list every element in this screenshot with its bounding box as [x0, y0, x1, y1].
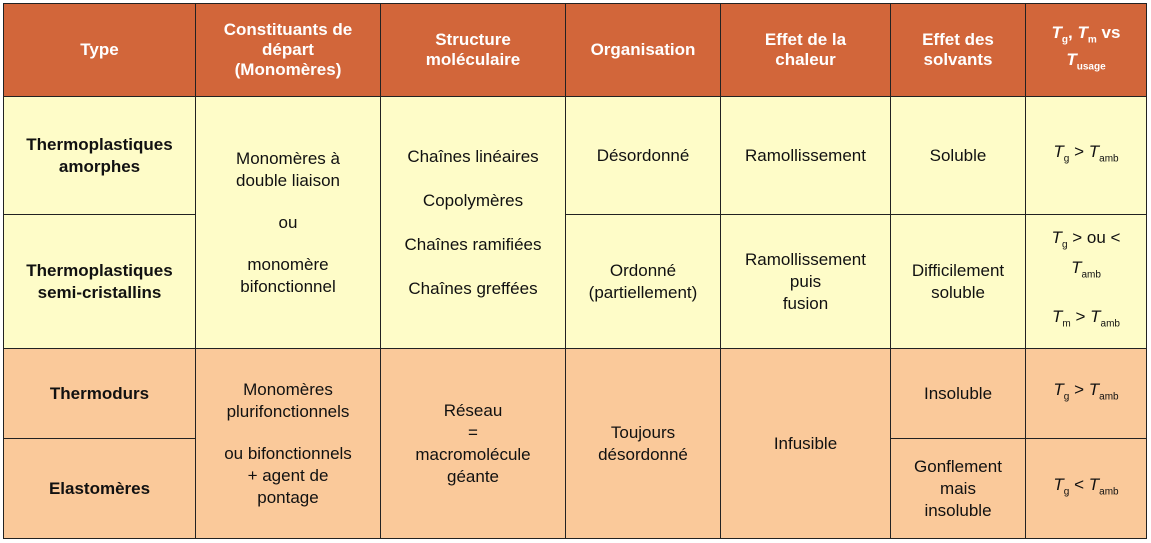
solvants-elastomeres: Gonflement mais insoluble: [890, 438, 1026, 539]
constituants-thermoplastiques: Monomères à double liaison ou monomère b…: [195, 96, 381, 349]
row-thermodurs: Thermodurs Monomères plurifonctionnels o…: [3, 348, 1147, 539]
polymer-classification-table: Type Constituants de départ (Monomères) …: [3, 3, 1147, 539]
structure-thermoplastiques: Chaînes linéaires Copolymères Chaînes ra…: [380, 96, 566, 349]
header-temperatures: Tg, Tm vs Tusage: [1025, 3, 1147, 97]
temp-elastomeres: Tg < Tamb: [1025, 438, 1147, 539]
header-row: Type Constituants de départ (Monomères) …: [3, 3, 1147, 97]
header-type: Type: [3, 3, 196, 97]
chaleur-amorphes: Ramollissement: [720, 96, 891, 215]
constituants-thermodurs-elastomeres: Monomères plurifonctionnels ou bifonctio…: [195, 348, 381, 539]
temp-amorphes: Tg > Tamb: [1025, 96, 1147, 215]
header-constituants: Constituants de départ (Monomères): [195, 3, 381, 97]
structure-thermodurs-elastomeres: Réseau = macromolécule géante: [380, 348, 566, 539]
solvants-amorphes: Soluble: [890, 96, 1026, 215]
type-elastomeres: Elastomères: [3, 438, 196, 539]
chaleur-semi: Ramollissement puis fusion: [720, 214, 891, 349]
temp-thermodurs: Tg > Tamb: [1025, 348, 1147, 439]
header-organisation: Organisation: [565, 3, 721, 97]
solvants-thermodurs: Insoluble: [890, 348, 1026, 439]
organisation-amorphes: Désordonné: [565, 96, 721, 215]
temp-semi: Tg > ou < Tamb Tm > Tamb: [1025, 214, 1147, 349]
row-elastomeres: Elastomères Gonflement mais insoluble Tg…: [3, 438, 1147, 539]
organisation-semi: Ordonné(partiellement): [565, 214, 721, 349]
type-thermodurs: Thermodurs: [3, 348, 196, 439]
chaleur-thermodurs-elastomeres: Infusible: [720, 348, 891, 539]
